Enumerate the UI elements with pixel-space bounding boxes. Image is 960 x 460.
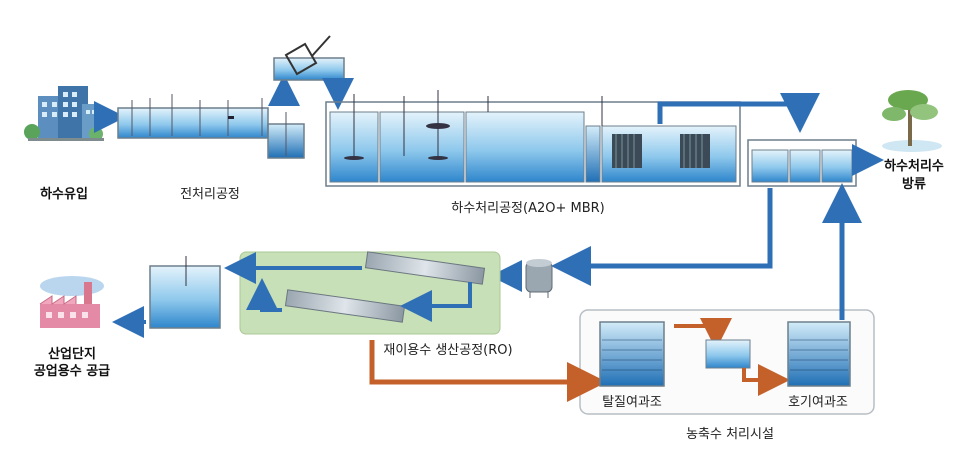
label-inflow: 하수유입 <box>40 186 88 202</box>
mbr-to-storage-arrow <box>657 93 820 133</box>
product-water-tank <box>149 256 221 329</box>
denitrification-tank <box>599 321 665 387</box>
denit-to-mid-arrow <box>674 318 732 350</box>
pretreatment-channel <box>117 94 305 159</box>
storage-to-feed-arrow <box>551 188 773 286</box>
mid-to-aerobic-arrow <box>742 364 790 396</box>
feed-tank <box>525 259 553 298</box>
ro-panel <box>224 251 501 335</box>
label-industrial-1: 산업단지 <box>48 346 96 362</box>
city-building-icon <box>24 86 104 141</box>
aerobic-tank <box>787 321 851 387</box>
a2o-mbr-tanks <box>325 90 741 187</box>
label-pretreatment: 전처리공정 <box>180 187 240 202</box>
label-main-process: 하수처리공정(A2O+ MBR) <box>451 201 605 216</box>
label-concentrate-facility: 농축수 처리시설 <box>686 427 774 442</box>
treated-water-tanks <box>747 139 857 187</box>
label-discharge-1: 하수처리수 <box>884 158 944 174</box>
label-aerobic: 호기여과조 <box>788 395 848 410</box>
concentrate-flow-arrow <box>369 340 607 402</box>
label-industrial-2: 공업용수 공급 <box>34 363 110 379</box>
factory-icon <box>39 276 104 328</box>
label-ro-process: 재이용수 생산공정(RO) <box>383 343 512 358</box>
label-denitrification: 탈질여과조 <box>602 395 662 410</box>
label-discharge-2: 방류 <box>902 176 926 192</box>
screen-unit <box>273 35 345 81</box>
tree-icon <box>882 90 942 152</box>
intermediate-tank <box>705 339 751 369</box>
